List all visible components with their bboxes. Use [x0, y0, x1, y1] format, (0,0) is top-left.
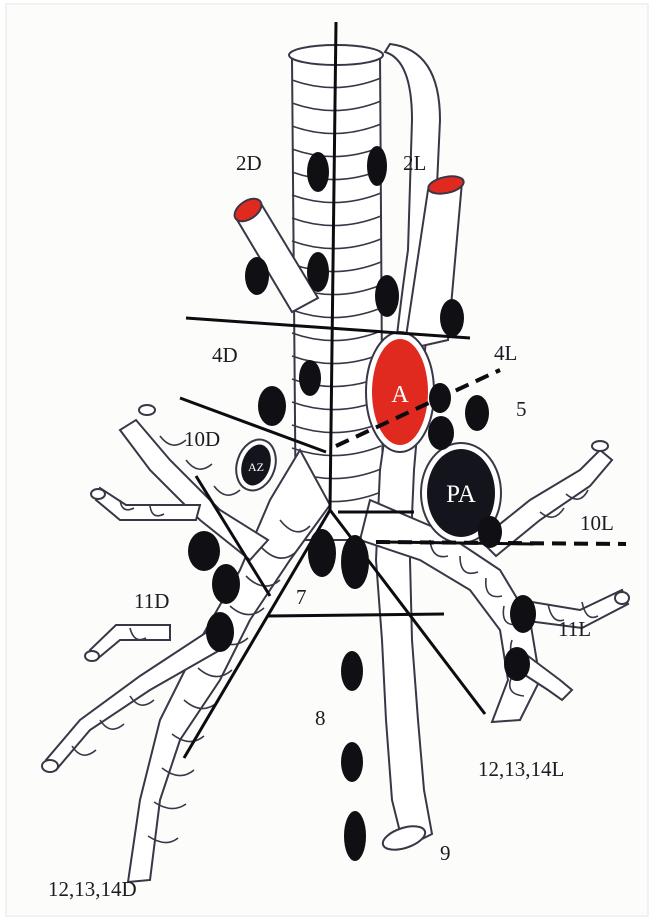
lymph-node	[206, 612, 234, 652]
station-4l-label: 4L	[494, 341, 517, 365]
lymph-node	[478, 516, 502, 548]
aorta: A	[366, 332, 434, 452]
lymph-node	[341, 742, 363, 782]
lymph-node	[308, 529, 336, 577]
lymph-node	[299, 360, 321, 396]
station-4d-label: 4D	[212, 343, 238, 367]
lymph-node	[367, 146, 387, 186]
station-8-label: 8	[315, 706, 326, 730]
lymph-node	[504, 647, 530, 681]
lymph-node	[258, 386, 286, 426]
lymph-node	[307, 252, 329, 292]
station-10l-label: 10L	[580, 511, 614, 535]
lymph-node	[245, 257, 269, 295]
station-11d-label: 11D	[134, 589, 169, 613]
lymph-node	[344, 811, 366, 861]
station-9-label: 9	[440, 841, 451, 865]
lymph-node	[341, 651, 363, 691]
station-12-13-14l-label: 12,13,14L	[478, 757, 564, 781]
lymph-node	[341, 535, 369, 589]
pulmonary-artery-label: PA	[446, 481, 476, 508]
aorta-label: A	[391, 382, 409, 408]
lymph-node	[429, 383, 451, 413]
lymph-node	[428, 416, 454, 450]
lymph-node	[212, 564, 240, 604]
lymph-node	[375, 275, 399, 317]
station-2d-label: 2D	[236, 151, 262, 175]
azygos-label: AZ	[248, 460, 264, 474]
station-10d-label: 10D	[184, 427, 220, 451]
lymph-node	[307, 152, 329, 192]
station-11l-label: 11L	[558, 617, 591, 641]
lymph-node	[440, 299, 464, 337]
lymph-node	[188, 531, 220, 571]
station-2l-label: 2L	[403, 151, 426, 175]
lymph-node	[510, 595, 536, 633]
station-5-label: 5	[516, 397, 527, 421]
lymph-node	[465, 395, 489, 431]
station-12-13-14d-label: 12,13,14D	[48, 877, 137, 901]
station-7-label: 7	[296, 585, 307, 609]
